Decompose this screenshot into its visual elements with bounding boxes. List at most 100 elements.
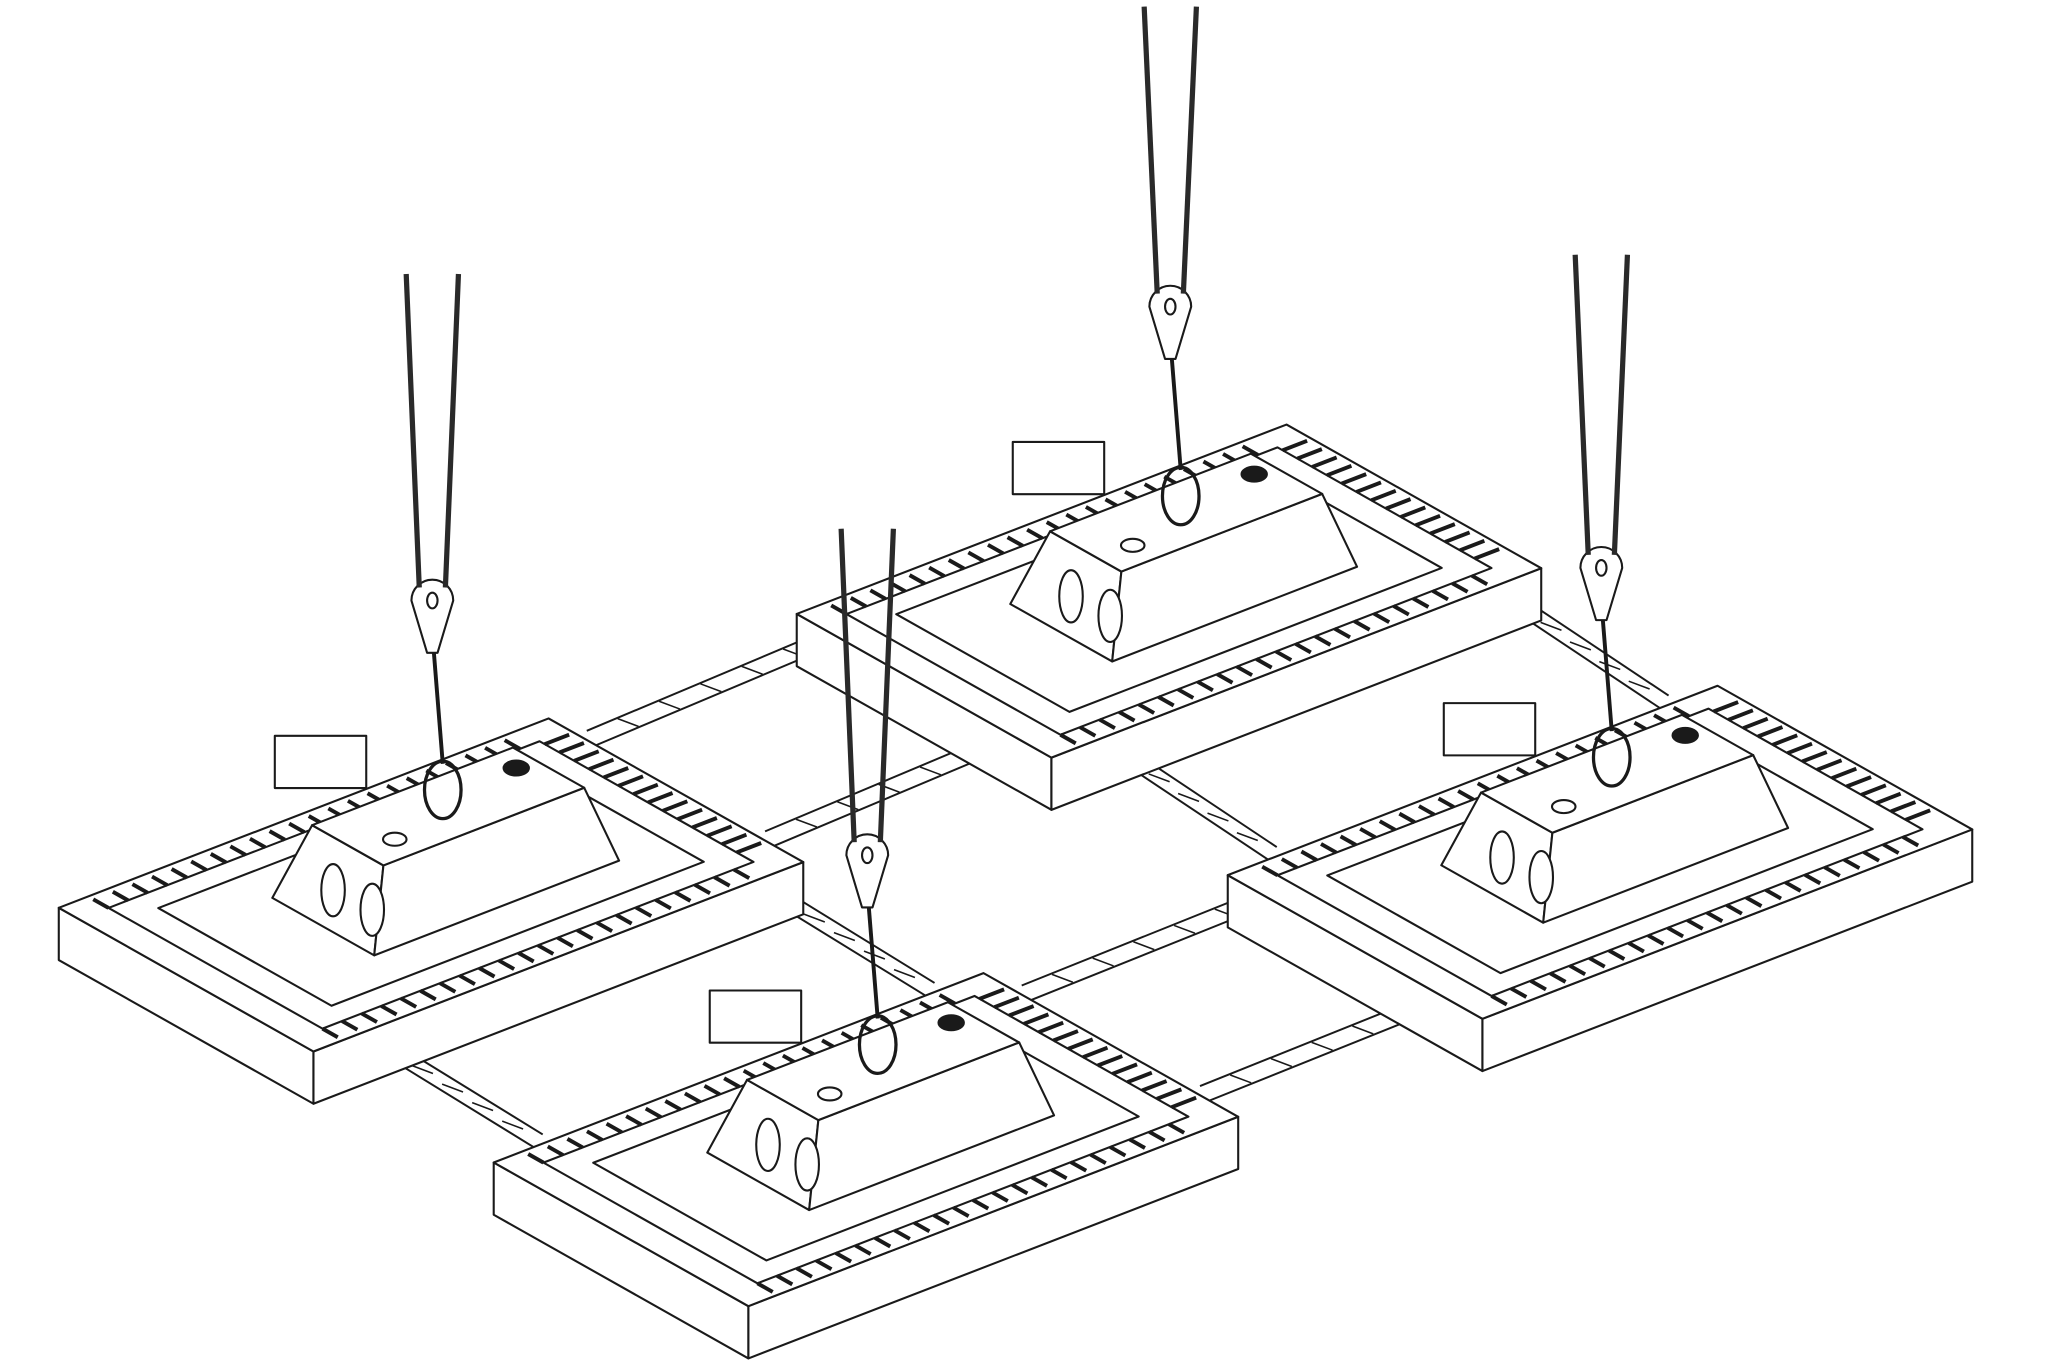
screw-icon (1119, 537, 1146, 553)
grill-slat (1706, 910, 1724, 923)
grill-slat (111, 890, 130, 903)
grill-slat (1745, 895, 1763, 908)
rail-front-right-2-slot (1229, 1074, 1252, 1084)
eyelet-hole (860, 846, 874, 865)
grill-slat (834, 1251, 853, 1264)
grill-slat (971, 1198, 990, 1211)
grill-slat (209, 852, 228, 865)
grill-slat (1148, 1130, 1166, 1143)
grill-slat (458, 973, 476, 986)
hook-shank (430, 633, 445, 764)
grill-slat (795, 1266, 813, 1279)
grill-slat (1023, 1012, 1050, 1026)
grill-slat (1568, 963, 1587, 976)
grill-slat (1098, 717, 1116, 730)
grill-slat (439, 981, 457, 994)
grill-slat (634, 905, 653, 918)
rail-left-back-2-slot (919, 766, 942, 776)
grill-slat (1803, 873, 1822, 886)
grill-slat (341, 1019, 359, 1032)
rail-left-back-slot (617, 717, 639, 728)
grill-slat (151, 874, 169, 887)
rail-back-right-2-slot (1628, 680, 1650, 690)
rail-left-back-bar (586, 643, 836, 751)
knockout-hole (755, 1117, 781, 1173)
grill-slat (756, 1281, 774, 1294)
grill-slat (691, 816, 718, 830)
grill-slat (1398, 811, 1416, 824)
grill-slat (1647, 933, 1665, 946)
grill-slat (993, 995, 1020, 1010)
grill-slat (1823, 865, 1841, 878)
rail-left-front-slot (471, 1101, 494, 1112)
mounting-bracket (708, 989, 803, 1044)
suspension-cable (1180, 6, 1200, 294)
grill-slat (874, 1236, 892, 1249)
grill-slat (1255, 657, 1273, 670)
grill-slat (1137, 702, 1156, 715)
suspension-cable (1572, 254, 1591, 555)
rail-left-back-slot (741, 665, 763, 675)
rail-front-right-slot (1092, 957, 1114, 967)
grill-slat (928, 565, 946, 578)
grill-slat (1241, 444, 1259, 457)
grill-slat (603, 766, 629, 780)
knockout-hole (1058, 569, 1084, 624)
grill-slat (849, 596, 868, 609)
grill-slat (576, 928, 594, 941)
grill-slat (566, 1137, 584, 1150)
eyelet-hole (1164, 297, 1177, 316)
grill-slat (1901, 835, 1920, 848)
grill-slat (1314, 634, 1332, 647)
grill-slat (517, 951, 535, 964)
screw-icon (381, 831, 408, 847)
rail-left-back-2-slot (795, 818, 818, 828)
grill-slat (723, 1076, 741, 1089)
grill-slat (1890, 800, 1917, 814)
grill-slat (1126, 1070, 1153, 1085)
grill-slat (1050, 1167, 1068, 1181)
grill-slat (268, 829, 286, 842)
fixture-front (492, 528, 1240, 1360)
grill-slat (1444, 530, 1471, 544)
grill-slat (1860, 783, 1887, 797)
eyelet (1148, 284, 1193, 360)
grill-slat (1082, 1045, 1109, 1060)
grill-slat (558, 741, 585, 755)
grill-slat (1067, 1037, 1094, 1051)
grill-slat (615, 913, 633, 926)
grill-slat (1170, 1095, 1197, 1110)
grill-slat (664, 1099, 682, 1112)
grill-slat (1459, 538, 1486, 553)
grill-slat (588, 757, 615, 771)
grill-slat (1378, 819, 1397, 832)
rail-left-front-slot (441, 1083, 464, 1093)
grill-slat (713, 875, 731, 888)
rail-left-front-2-slot (833, 931, 856, 942)
grill-slat (92, 897, 110, 910)
grill-slat (1069, 1160, 1088, 1173)
grill-slat (1097, 1054, 1123, 1068)
grill-slat (776, 1274, 794, 1287)
grill-slat (503, 738, 521, 751)
mounting-bracket (1011, 440, 1106, 496)
knockout-hole (1528, 849, 1555, 905)
grill-slat (1294, 642, 1312, 655)
grill-slat (1875, 791, 1902, 805)
rail-back-right-2-slot (1569, 641, 1592, 651)
grill-slat (1725, 903, 1743, 916)
grill-slat (1037, 1020, 1064, 1035)
rail-front-right-bar (1021, 886, 1267, 987)
grill-slat (1326, 463, 1353, 478)
grill-slat (1370, 488, 1397, 503)
grill-slat (938, 993, 956, 1006)
housing-top (1049, 452, 1324, 573)
grill-slat (721, 832, 748, 846)
suspension-cable (1611, 254, 1631, 555)
grill-slat (1429, 522, 1456, 536)
grill-slat (676, 807, 703, 821)
knockout-hole (1489, 830, 1515, 885)
hook-shank (1599, 600, 1614, 732)
knockout-hole (359, 882, 386, 937)
rail-front-right-2-slot (1352, 1025, 1374, 1035)
